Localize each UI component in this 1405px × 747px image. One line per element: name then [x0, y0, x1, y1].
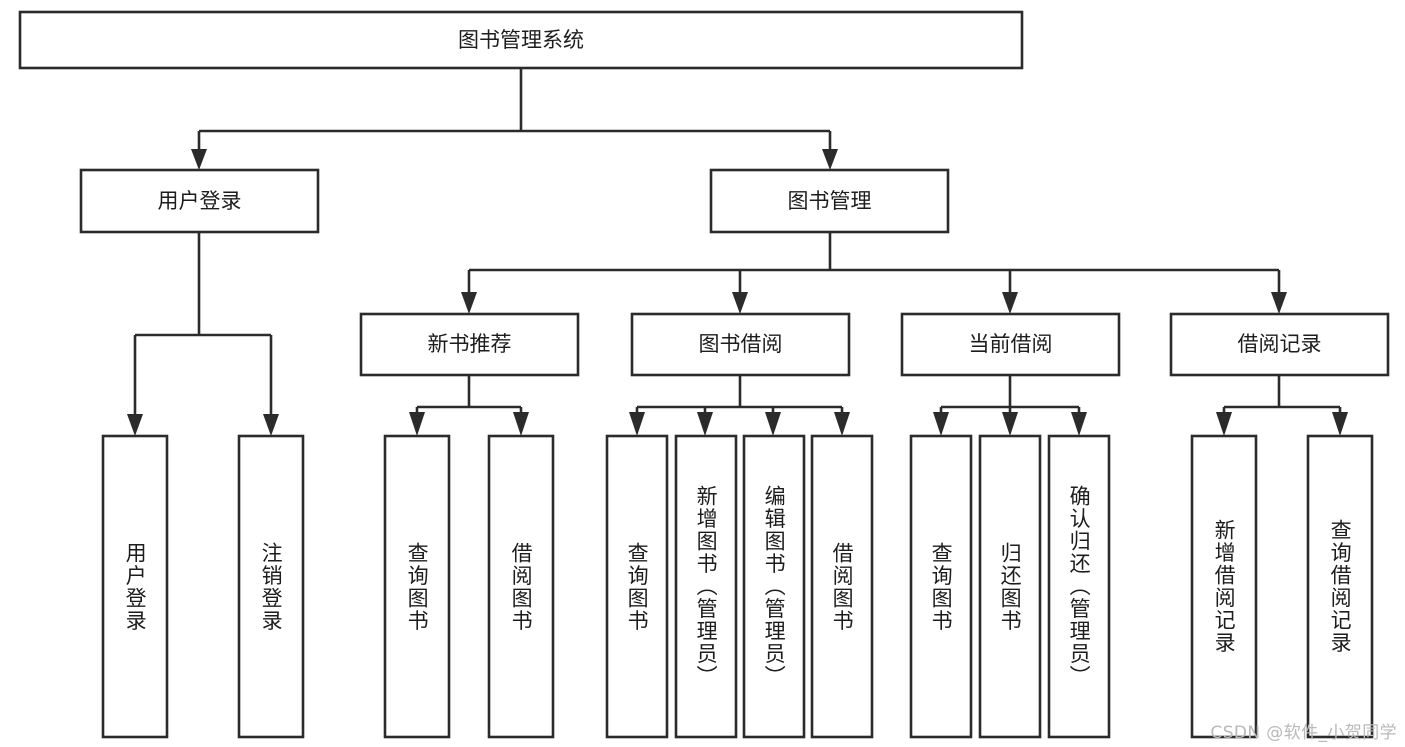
arrow-head-current-borrow	[1002, 292, 1018, 314]
node-book-borrow-box[interactable]	[630, 312, 851, 377]
node-new-book-recommend-label: 新书推荐	[428, 332, 512, 356]
node-borrow-record-label: 借阅记录	[1238, 332, 1322, 356]
node-leaf-query-book-1-box[interactable]	[383, 434, 451, 739]
node-current-borrow-box[interactable]	[900, 312, 1121, 377]
node-new-book-recommend-box[interactable]	[359, 312, 580, 377]
node-leaf-query-book-3-box[interactable]	[909, 434, 973, 739]
arrow-head-borrow-record	[1271, 292, 1287, 314]
node-borrow-record-box[interactable]	[1169, 312, 1390, 377]
watermark-text: CSDN @软件_小贺同学	[1210, 723, 1397, 743]
arrow-head-leaf-return-book	[1002, 412, 1018, 436]
arrow-head-leaf-borrow-book-2	[834, 412, 850, 436]
arrow-head-leaf-add-book	[697, 412, 713, 436]
node-leaf-borrow-book-1-box[interactable]	[487, 434, 555, 739]
arrow-head-leaf-edit-book	[765, 412, 781, 436]
arrow-head-leaf-logout	[263, 414, 279, 436]
arrow-head-leaf-borrow-book-1	[513, 412, 529, 436]
arrow-head-leaf-add-record	[1216, 412, 1232, 436]
node-leaf-add-record-box[interactable]	[1190, 434, 1258, 739]
node-leaf-confirm-return-box[interactable]	[1047, 434, 1111, 739]
node-book-borrow-label: 图书借阅	[699, 332, 783, 356]
arrow-head-leaf-confirm-return	[1071, 412, 1087, 436]
connector-group-current-borrow	[933, 375, 1087, 436]
arrow-head-leaf-user-login	[127, 414, 143, 436]
arrow-head-book-manage	[822, 149, 838, 170]
arrow-head-book-borrow	[732, 292, 748, 314]
connector-group-root	[191, 68, 838, 170]
node-leaf-borrow-book-2-box[interactable]	[810, 434, 874, 739]
connector-group-book-manage	[461, 232, 1287, 314]
node-root-label: 图书管理系统	[458, 28, 584, 52]
arrow-head-leaf-query-record	[1332, 412, 1348, 436]
node-leaf-query-book-2-box[interactable]	[605, 434, 669, 739]
node-leaf-edit-book-box[interactable]	[742, 434, 806, 739]
node-leaf-user-login-box[interactable]	[101, 434, 169, 739]
node-book-manage-label: 图书管理	[788, 189, 872, 213]
connector-group-book-borrow	[629, 375, 850, 436]
node-book-manage-box[interactable]	[709, 168, 950, 234]
node-current-borrow-label: 当前借阅	[969, 332, 1053, 356]
node-root-box[interactable]	[18, 10, 1024, 70]
node-leaf-logout-box[interactable]	[237, 434, 305, 739]
arrow-head-leaf-query-book-3	[933, 412, 949, 436]
connector-group-borrow-record	[1216, 375, 1348, 436]
connector-group-user-login	[127, 232, 279, 436]
arrow-head-new-book-recommend	[461, 292, 477, 314]
node-leaf-query-record-box[interactable]	[1306, 434, 1374, 739]
arrow-head-leaf-query-book-1	[409, 412, 425, 436]
connector-group-new-book-recommend	[409, 375, 529, 436]
node-user-login-label: 用户登录	[158, 189, 242, 213]
arrow-head-leaf-query-book-2	[629, 412, 645, 436]
arrow-head-user-login	[191, 149, 207, 170]
node-leaf-return-book-box[interactable]	[978, 434, 1042, 739]
node-user-login-box[interactable]	[79, 168, 320, 234]
node-leaf-add-book-box[interactable]	[674, 434, 738, 739]
